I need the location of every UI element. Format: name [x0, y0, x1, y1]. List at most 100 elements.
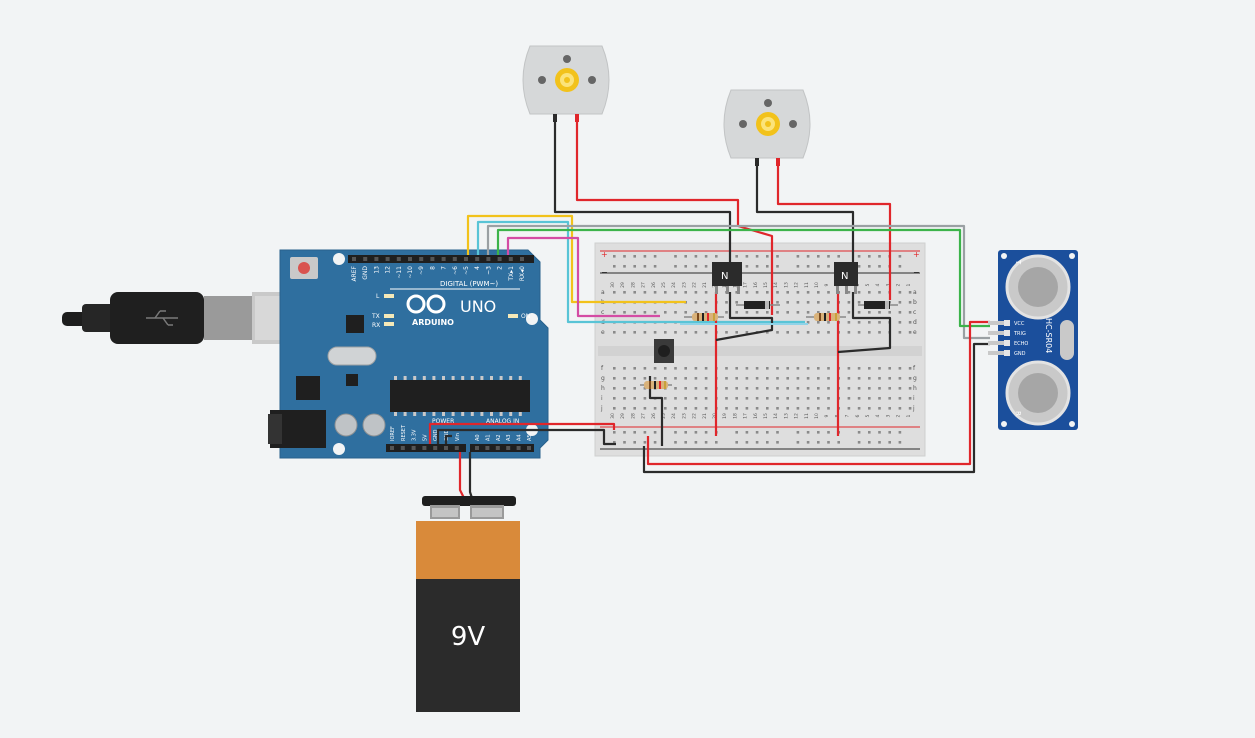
power-pin-hole[interactable] — [411, 446, 416, 450]
terminal-hole[interactable] — [684, 377, 687, 380]
reset-button[interactable] — [298, 262, 310, 274]
terminal-hole[interactable] — [735, 397, 738, 400]
terminal-hole[interactable] — [633, 331, 636, 334]
power-pin-hole[interactable] — [400, 446, 405, 450]
terminal-hole[interactable] — [694, 291, 698, 294]
analog-pin-hole[interactable] — [506, 446, 511, 450]
terminal-hole[interactable] — [735, 407, 738, 410]
rail-hole[interactable] — [817, 431, 820, 434]
terminal-hole[interactable] — [827, 311, 830, 314]
terminal-hole[interactable] — [643, 311, 647, 314]
terminal-hole[interactable] — [623, 311, 626, 314]
terminal-hole[interactable] — [674, 311, 677, 314]
rail-hole[interactable] — [868, 431, 871, 434]
terminal-hole[interactable] — [888, 367, 891, 370]
terminal-hole[interactable] — [704, 311, 708, 314]
terminal-hole[interactable] — [623, 387, 626, 390]
analog-pin-hole[interactable] — [495, 446, 500, 450]
terminal-hole[interactable] — [857, 367, 861, 370]
rail-hole[interactable] — [704, 255, 708, 258]
rail-hole[interactable] — [898, 431, 902, 434]
terminal-hole[interactable] — [908, 321, 912, 324]
terminal-hole[interactable] — [704, 407, 708, 410]
rail-hole[interactable] — [868, 441, 871, 444]
rail-hole[interactable] — [776, 441, 779, 444]
terminal-hole[interactable] — [898, 407, 902, 410]
rail-hole[interactable] — [796, 255, 800, 258]
terminal-hole[interactable] — [868, 291, 871, 294]
terminal-hole[interactable] — [755, 291, 759, 294]
digital-pin-hole[interactable] — [475, 257, 480, 261]
rail-hole[interactable] — [674, 431, 677, 434]
terminal-hole[interactable] — [827, 291, 830, 294]
terminal-hole[interactable] — [725, 407, 728, 410]
terminal-hole[interactable] — [827, 377, 830, 380]
terminal-hole[interactable] — [908, 291, 912, 294]
terminal-hole[interactable] — [898, 331, 902, 334]
rail-hole[interactable] — [694, 441, 698, 444]
npn-transistor-2[interactable]: N — [834, 262, 858, 294]
terminal-hole[interactable] — [857, 301, 861, 304]
rail-hole[interactable] — [613, 265, 616, 268]
terminal-hole[interactable] — [806, 301, 810, 304]
terminal-hole[interactable] — [796, 311, 800, 314]
digital-pin-hole[interactable] — [408, 257, 412, 261]
terminal-hole[interactable] — [725, 311, 728, 314]
terminal-hole[interactable] — [857, 377, 861, 380]
analog-pin-hole[interactable] — [527, 446, 531, 450]
terminal-hole[interactable] — [796, 291, 800, 294]
rail-hole[interactable] — [857, 255, 861, 258]
terminal-hole[interactable] — [766, 377, 769, 380]
terminal-hole[interactable] — [786, 301, 789, 304]
terminal-hole[interactable] — [704, 331, 708, 334]
terminal-hole[interactable] — [623, 367, 626, 370]
rail-hole[interactable] — [878, 431, 881, 434]
rail-hole[interactable] — [684, 265, 687, 268]
terminal-hole[interactable] — [847, 397, 851, 400]
terminal-hole[interactable] — [878, 331, 881, 334]
analog-header[interactable] — [470, 444, 534, 452]
rail-hole[interactable] — [694, 431, 698, 434]
terminal-hole[interactable] — [674, 387, 677, 390]
terminal-hole[interactable] — [653, 367, 657, 370]
terminal-hole[interactable] — [653, 331, 657, 334]
rail-hole[interactable] — [704, 265, 708, 268]
rail-hole[interactable] — [776, 431, 779, 434]
terminal-hole[interactable] — [613, 387, 616, 390]
terminal-hole[interactable] — [735, 377, 738, 380]
rail-hole[interactable] — [776, 255, 779, 258]
terminal-hole[interactable] — [806, 291, 810, 294]
terminal-hole[interactable] — [766, 367, 769, 370]
terminal-hole[interactable] — [786, 387, 789, 390]
terminal-hole[interactable] — [806, 331, 810, 334]
terminal-hole[interactable] — [674, 397, 677, 400]
digital-pin-hole[interactable] — [464, 257, 468, 261]
pushbutton[interactable] — [654, 339, 674, 363]
terminal-hole[interactable] — [817, 301, 820, 304]
rail-hole[interactable] — [827, 265, 830, 268]
rail-hole[interactable] — [684, 431, 687, 434]
terminal-hole[interactable] — [898, 311, 902, 314]
terminal-hole[interactable] — [745, 331, 749, 334]
terminal-hole[interactable] — [674, 377, 677, 380]
resistor-2[interactable] — [806, 313, 846, 321]
rail-hole[interactable] — [715, 441, 718, 444]
terminal-hole[interactable] — [766, 331, 769, 334]
terminal-hole[interactable] — [847, 321, 851, 324]
terminal-hole[interactable] — [847, 377, 851, 380]
rail-hole[interactable] — [776, 265, 779, 268]
rail-hole[interactable] — [674, 255, 677, 258]
rail-hole[interactable] — [653, 431, 657, 434]
rail-hole[interactable] — [735, 255, 738, 258]
terminal-hole[interactable] — [684, 397, 687, 400]
terminal-hole[interactable] — [806, 407, 810, 410]
terminal-hole[interactable] — [735, 367, 738, 370]
analog-pin-hole[interactable] — [516, 446, 521, 450]
dc-motor-2[interactable] — [723, 89, 811, 166]
resistor-3[interactable] — [640, 381, 672, 389]
terminal-hole[interactable] — [766, 291, 769, 294]
terminal-hole[interactable] — [878, 397, 881, 400]
terminal-hole[interactable] — [694, 311, 698, 314]
rail-hole[interactable] — [806, 265, 810, 268]
